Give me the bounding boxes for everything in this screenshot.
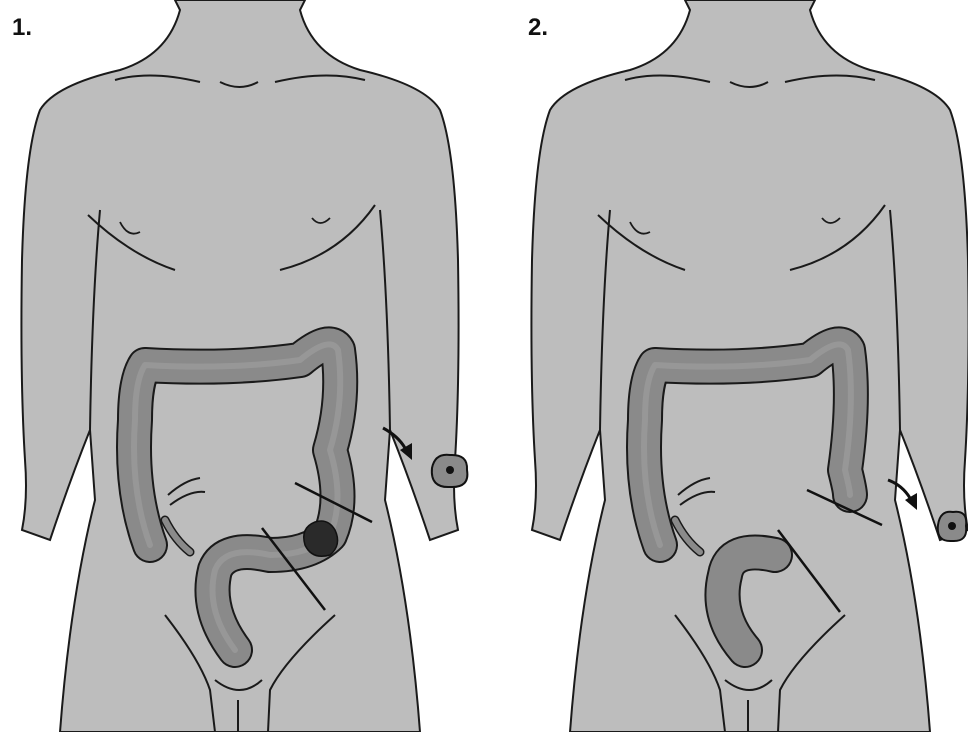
panel-1 <box>21 0 467 732</box>
tumor <box>304 521 338 556</box>
panel-2 <box>531 0 968 732</box>
